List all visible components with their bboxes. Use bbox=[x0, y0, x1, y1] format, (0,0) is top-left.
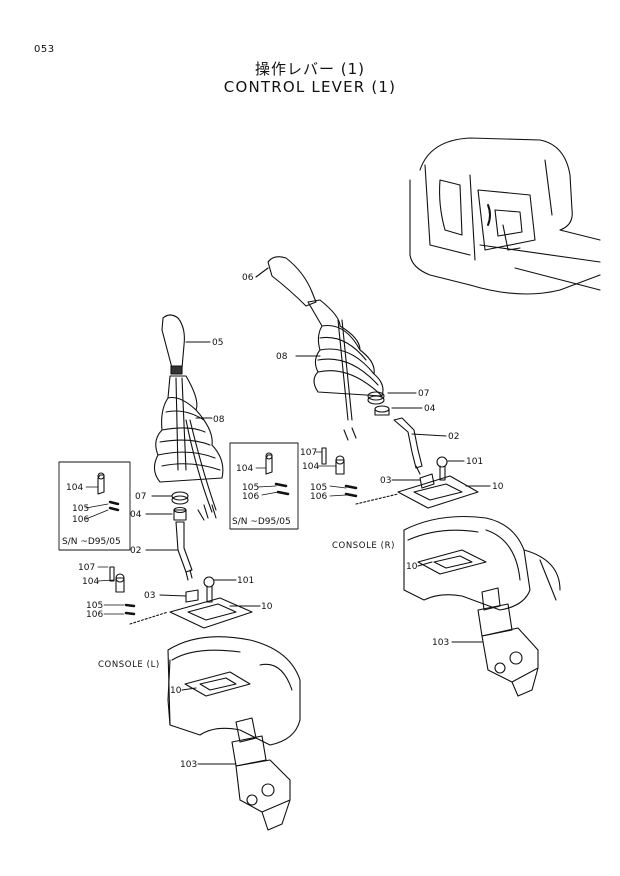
right-control-lever-assembly bbox=[229, 256, 561, 697]
lever-grip-left bbox=[161, 314, 185, 369]
rubber-boot-right bbox=[307, 299, 384, 397]
part-label-101-left: 101 bbox=[237, 576, 254, 586]
pilot-valve-right bbox=[477, 587, 539, 697]
part-label-107-right: 107 bbox=[300, 448, 317, 458]
part-label-101-right: 101 bbox=[466, 457, 483, 467]
part-label-104-box-right: 104 bbox=[236, 464, 253, 474]
console-r-label: CONSOLE (R) bbox=[332, 541, 395, 551]
part-label-10-right: 10 bbox=[492, 482, 504, 492]
part-label-05: 05 bbox=[212, 338, 223, 348]
page-number: 053 bbox=[34, 44, 55, 55]
part-label-106-right: 106 bbox=[310, 492, 327, 502]
part-label-04-right: 04 bbox=[424, 404, 436, 414]
part-label-08-left: 08 bbox=[213, 415, 225, 425]
part-label-06: 06 bbox=[242, 273, 254, 283]
pilot-valve-left bbox=[231, 717, 291, 831]
part-label-10-left: 10 bbox=[261, 602, 273, 612]
console-l-label: CONSOLE (L) bbox=[98, 660, 160, 670]
rubber-boot-left bbox=[153, 375, 224, 483]
console-l-body bbox=[167, 636, 301, 746]
part-label-104-right: 104 bbox=[302, 462, 319, 472]
part-label-106-box-right: 106 bbox=[242, 492, 259, 502]
part-label-105-right: 105 bbox=[310, 483, 327, 493]
part-label-105-box-right: 105 bbox=[242, 483, 259, 493]
left-control-lever-assembly bbox=[58, 314, 301, 831]
sn-box-left bbox=[58, 461, 131, 551]
part-label-07-right: 07 bbox=[418, 389, 429, 399]
console-r-body bbox=[403, 516, 531, 611]
part-label-03-left: 03 bbox=[144, 591, 155, 601]
part-label-105-left: 105 bbox=[86, 601, 103, 611]
part-label-104-box-left: 104 bbox=[66, 483, 83, 493]
part-label-107-left: 107 bbox=[78, 563, 95, 573]
part-label-10-console-right: 10 bbox=[406, 562, 418, 572]
part-label-104-left: 104 bbox=[82, 577, 99, 587]
page-title: CONTROL LEVER (1) bbox=[223, 78, 397, 96]
part-label-106-left: 106 bbox=[86, 610, 103, 620]
part-label-03-right: 03 bbox=[380, 476, 391, 486]
part-label-10-console-left: 10 bbox=[170, 686, 182, 696]
page-title-japanese: 操作レバー (1) bbox=[254, 60, 366, 78]
sn-box-right bbox=[229, 442, 299, 530]
part-label-103-right: 103 bbox=[432, 638, 449, 648]
part-label-103-left: 103 bbox=[180, 760, 197, 770]
excavator-cab-illustration bbox=[409, 137, 601, 295]
part-label-08-right: 08 bbox=[276, 352, 288, 362]
sn-label-left: S/N ~D95/05 bbox=[62, 537, 121, 547]
part-label-106-box-left: 106 bbox=[72, 515, 89, 525]
part-label-07-left: 07 bbox=[135, 492, 146, 502]
part-label-105-box-left: 105 bbox=[72, 504, 89, 514]
part-label-02-right: 02 bbox=[448, 432, 459, 442]
lever-grip-right bbox=[267, 256, 317, 307]
sn-label-right: S/N ~D95/05 bbox=[232, 517, 291, 527]
part-label-02-left: 02 bbox=[130, 546, 141, 556]
part-label-04-left: 04 bbox=[130, 510, 142, 520]
